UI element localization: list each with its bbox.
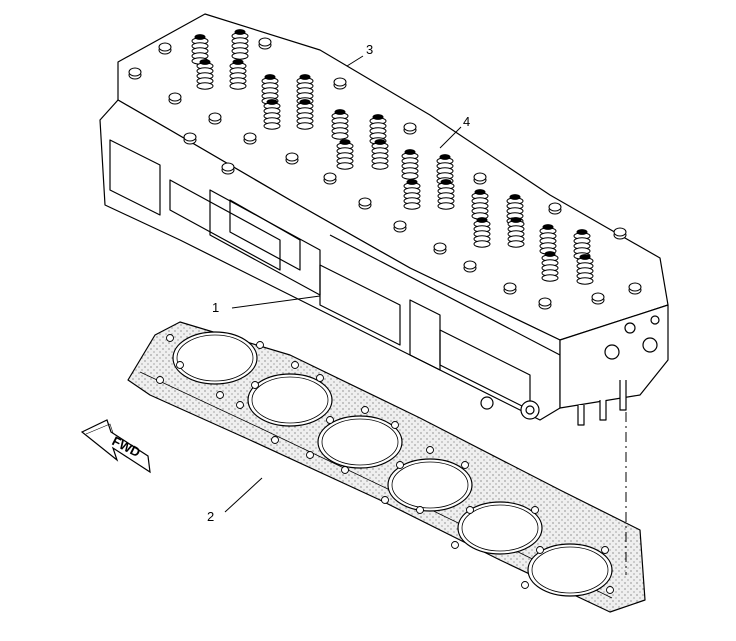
gasket-hole <box>521 581 529 589</box>
valve-spring <box>539 224 557 255</box>
cylinder-head <box>99 13 669 426</box>
head-bolt <box>463 260 477 273</box>
valve-spring <box>261 74 279 105</box>
head-bolt <box>221 162 235 175</box>
head-bolt <box>538 297 552 310</box>
head-bolt <box>158 42 172 55</box>
valve-spring <box>196 59 214 90</box>
head-bolts <box>128 37 642 310</box>
gasket-cylinder-bore <box>317 415 403 469</box>
valve-spring <box>403 179 421 210</box>
valve-spring <box>369 114 387 145</box>
head-bolt <box>393 220 407 233</box>
gasket-hole <box>396 461 404 469</box>
gasket-hole <box>316 374 324 382</box>
head-bolt <box>168 92 182 105</box>
head-bolt <box>333 77 347 90</box>
gasket-hole <box>391 421 399 429</box>
gasket-hole <box>466 506 474 514</box>
gasket-hole <box>361 406 369 414</box>
head-bolt <box>243 132 257 145</box>
gasket-hole <box>536 546 544 554</box>
head-bolt <box>358 197 372 210</box>
gasket-hole <box>256 341 264 349</box>
valve-spring <box>541 251 559 282</box>
valve-spring <box>401 149 419 180</box>
gasket-hole <box>381 496 389 504</box>
gasket-hole <box>251 381 259 389</box>
head-bolt <box>323 172 337 185</box>
gasket-hole <box>236 401 244 409</box>
valve-spring <box>576 254 594 285</box>
gasket-cylinder-bore <box>457 501 543 555</box>
valve-spring <box>507 217 525 248</box>
gasket-hole <box>291 361 299 369</box>
leader-lines <box>224 55 462 513</box>
gasket-cylinder-bore <box>387 458 473 512</box>
head-bolt <box>258 37 272 50</box>
head-bolt <box>628 282 642 295</box>
valve-spring <box>296 99 314 130</box>
valve-spring <box>573 229 591 260</box>
gasket-cylinder-bore <box>172 331 258 385</box>
valve-spring <box>371 139 389 170</box>
callout-4: 4 <box>463 114 470 129</box>
gasket-hole <box>176 361 184 369</box>
callout-1: 1 <box>212 300 219 315</box>
fwd-direction-arrow <box>80 419 151 474</box>
callout-3: 3 <box>366 42 373 57</box>
valve-spring <box>263 99 281 130</box>
gasket-hole <box>166 334 174 342</box>
valve-spring <box>336 139 354 170</box>
valve-spring <box>437 179 455 210</box>
gasket-hole <box>326 416 334 424</box>
gasket-hole <box>216 391 224 399</box>
head-bolt <box>473 172 487 185</box>
gasket-hole <box>271 436 279 444</box>
head-bolt <box>503 282 517 295</box>
valve-spring <box>471 189 489 220</box>
gasket-hole <box>531 506 539 514</box>
gasket-hole <box>601 546 609 554</box>
valve-spring <box>231 29 249 60</box>
cylinder-head-side-face <box>99 99 561 421</box>
callout-2: 2 <box>207 509 214 524</box>
gasket-hole <box>426 446 434 454</box>
gasket-hole <box>306 451 314 459</box>
head-bolt <box>548 202 562 215</box>
gasket-hole <box>416 506 424 514</box>
head-bolt <box>285 152 299 165</box>
gasket-cylinder-bore <box>247 373 333 427</box>
gasket-hole <box>606 586 614 594</box>
head-bolt <box>128 67 142 80</box>
head-bolt <box>613 227 627 240</box>
valve-spring <box>229 59 247 90</box>
gasket-bores <box>172 331 613 597</box>
valve-spring <box>473 217 491 248</box>
head-bolt <box>403 122 417 135</box>
head-bolt <box>183 132 197 145</box>
gasket-hole <box>451 541 459 549</box>
head-bolt <box>433 242 447 255</box>
head-bolt <box>591 292 605 305</box>
leader-line-2 <box>224 477 263 513</box>
gasket-hole <box>341 466 349 474</box>
gasket-hole <box>156 376 164 384</box>
gasket-holes <box>156 334 614 594</box>
leader-line-4 <box>439 126 462 149</box>
gasket-cylinder-bore <box>527 543 613 597</box>
valve-springs <box>191 29 594 285</box>
head-bolt <box>208 112 222 125</box>
valve-spring <box>331 109 349 140</box>
valve-spring <box>296 74 314 105</box>
gasket-hole <box>461 461 469 469</box>
leader-line-3 <box>346 55 364 67</box>
leader-line-1 <box>231 295 321 309</box>
